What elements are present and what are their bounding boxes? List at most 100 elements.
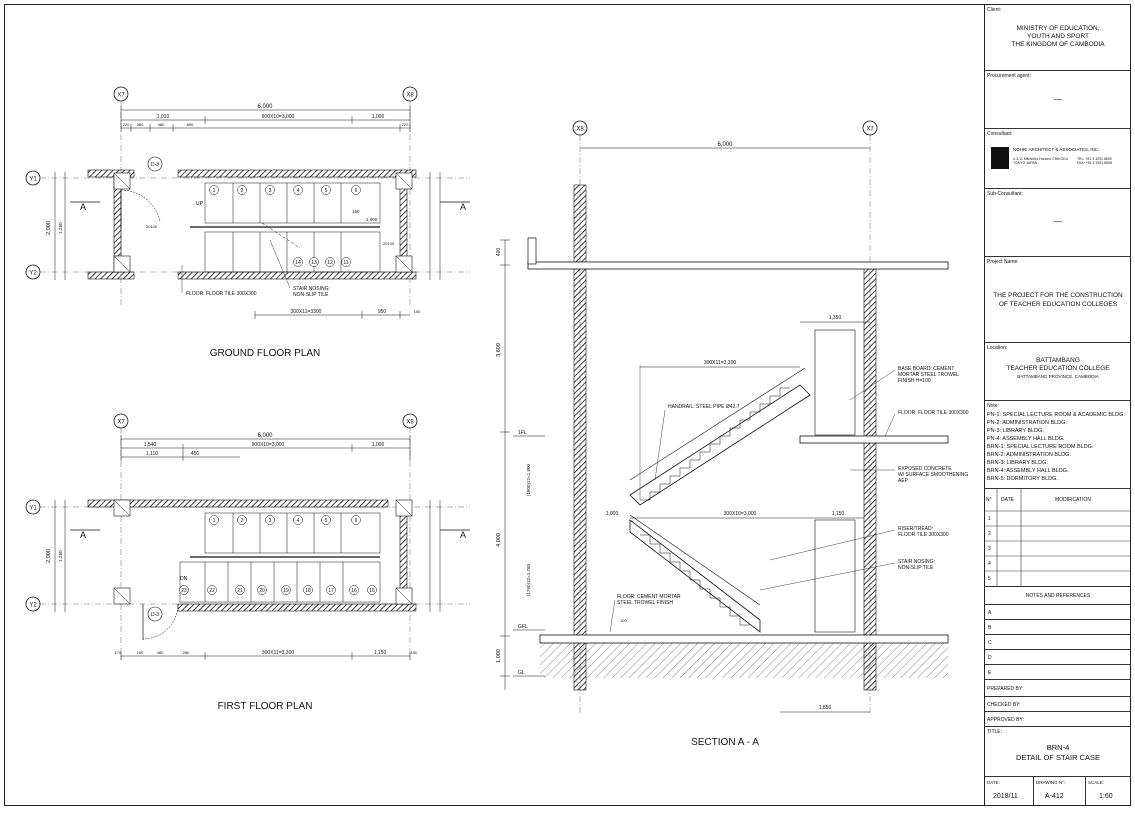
step-number: 2 [241,518,244,524]
dim-v3: 4,000 [496,533,502,547]
grid-label-x8: X8 [406,420,414,426]
step-number: 5 [325,188,328,194]
roof-slab [527,261,949,270]
procurement-label: Procurement agent: [987,73,1031,79]
checked-cell: CHECKED BY: [985,697,1131,712]
dim-1000: 1,000 [606,511,619,517]
location-cell: Location: BATTAMBANG TEACHER EDUCATION C… [985,343,1131,401]
step-number: 1 [213,188,216,194]
mod-no-header: N° [986,497,992,503]
subconsultant-value: — [1054,217,1062,226]
dim-w1: 20100 [146,224,158,229]
note-line: PN-2: ADMINISTRATION BLDG. [987,420,1067,426]
ground-slab [539,634,949,644]
step-number: 17 [328,588,334,594]
dim-left-2: 1,260 [58,550,63,562]
consultant-name: NOHRI ARCHITECT & ASSOCIATES, INC. [1013,147,1100,152]
dim-run-upper: 300X11=3,300 [704,360,737,366]
step-number: 15 [369,588,375,594]
dim-s5: 220 [402,122,409,127]
consultant-label: Consultant: [987,131,1013,137]
mod-row: 2 [988,531,991,537]
note-line: PN-4: ASSEMBLY HALL BLDG. [987,436,1065,442]
prepared-label: PREPARED BY: [987,686,1024,692]
riser-count-lower: (1760)12=1,760 [526,564,531,596]
dn-label: DN [180,576,188,582]
scale-value: 1:60 [1099,793,1113,800]
procurement-value: — [1054,95,1062,104]
mod-row: 3 [988,546,991,552]
earth-fill [540,643,948,678]
project-label: Project Name: [987,259,1019,265]
drawing-number-value: A-412 [1045,793,1064,800]
grid-label-x7: X7 [866,127,874,133]
checked-label: CHECKED BY: [987,702,1021,708]
client-line: YOUTH AND SPORT [1026,33,1089,40]
title-cell: TITLE: BRN-4 DETAIL OF STAIR CASE [985,727,1131,777]
section-cut-right: A [460,202,466,212]
first-floor-plan: X7 X8 Y1 Y2 6,000 1,540 900X10=3,000 1,0… [25,413,470,712]
note-line: BRN-2: ADMINISTRATION BLDG. [987,452,1071,458]
project-cell: Project Name: THE PROJECT FOR THE CONSTR… [985,257,1131,343]
note-riser: RISER/TREAD:FLOOR TILE 300X300 [898,526,949,538]
note-line: PN-3: LIBRARY BLDG. [987,428,1044,434]
title-line: DETAIL OF STAIR CASE [1015,753,1101,762]
ref-row-label: A [988,610,992,616]
grid-label-x8: X8 [576,127,584,133]
step-number: 3 [269,188,272,194]
prepared-cell: PREPARED BY: [985,680,1131,697]
location-sub: BATTAMBANG PROVINCE, CAMBODIA [1017,374,1099,379]
section-cut-left: A [80,202,86,212]
up-label: UP [196,201,204,207]
landing-slab [799,435,949,444]
dim-bottom-r: 950 [378,309,387,315]
wall-top [177,169,417,178]
section-title: SECTION A - A [691,737,759,748]
note-floor-tile: FLOOR: FLOOR TILE 300X300 [898,410,969,416]
dim-bottom-run: 300X11=3300 [291,309,322,315]
location-label: Location: [987,345,1008,351]
dim-s1: 220 [123,122,130,127]
location-line: TEACHER EDUCATION COLLEGE [1006,365,1110,372]
ref-row: D [985,650,1131,665]
level-1fl: 1FL [518,430,527,436]
wall-top-left [87,169,135,178]
opening-lower [814,519,856,633]
dim-1350: 1,350 [829,315,842,321]
dim-b1: 170 [115,650,122,655]
drawing-info-cell: DATE: 2018/11 DRAWING N°: A-412 SCALE: 1… [985,777,1131,805]
approved-cell: APPROVED BY: [985,712,1131,727]
dim-bottom-e: 150 [414,309,421,314]
note-nosing: STAIR NOSING:NON-SLIP TILE [293,286,330,298]
dim-overall: 6,000 [257,433,273,439]
step-number: 18 [305,588,311,594]
step-number: 11 [343,260,348,266]
client-line: MINISTRY OF EDUCATION, [1016,25,1100,32]
mod-row: 1 [988,516,991,522]
dim-overall: 6,000 [257,104,273,110]
mod-row: 4 [988,561,991,567]
title-block: Client: MINISTRY OF EDUCATION, YOUTH AND… [984,5,1131,805]
notes-cell: Note: PN-1: SPECIAL LECTURE ROOM & ACADE… [985,401,1131,489]
first-floor-title: FIRST FLOOR PLAN [218,701,313,712]
dim-run-lower: 300X10=3,000 [724,511,757,517]
grid-label-x8: X8 [406,93,414,99]
dim-b2: 180 [137,650,144,655]
client-label: Client: [987,7,1002,13]
step-number: 3 [269,518,272,524]
dim-v1: 400 [496,248,502,257]
ref-row-label: B [988,625,992,631]
note-handrail: HANDRAIL: STEEL PIPE Ø42.7 [668,404,740,410]
dim-r2: 150 [352,209,360,214]
dim-r1: 1,000 [366,217,378,222]
dim-left: 2,000 [46,221,52,235]
note-line: BRN-1: SPECIAL LECTURE ROOM BLDG. [987,444,1094,450]
refs-header: NOTES AND REFERENCES [1025,593,1091,599]
dim-b4: 280 [183,650,190,655]
mod-date-header: DATE [1001,497,1014,503]
dim-left-2: 1,260 [58,222,63,234]
opening-upper [814,329,856,436]
